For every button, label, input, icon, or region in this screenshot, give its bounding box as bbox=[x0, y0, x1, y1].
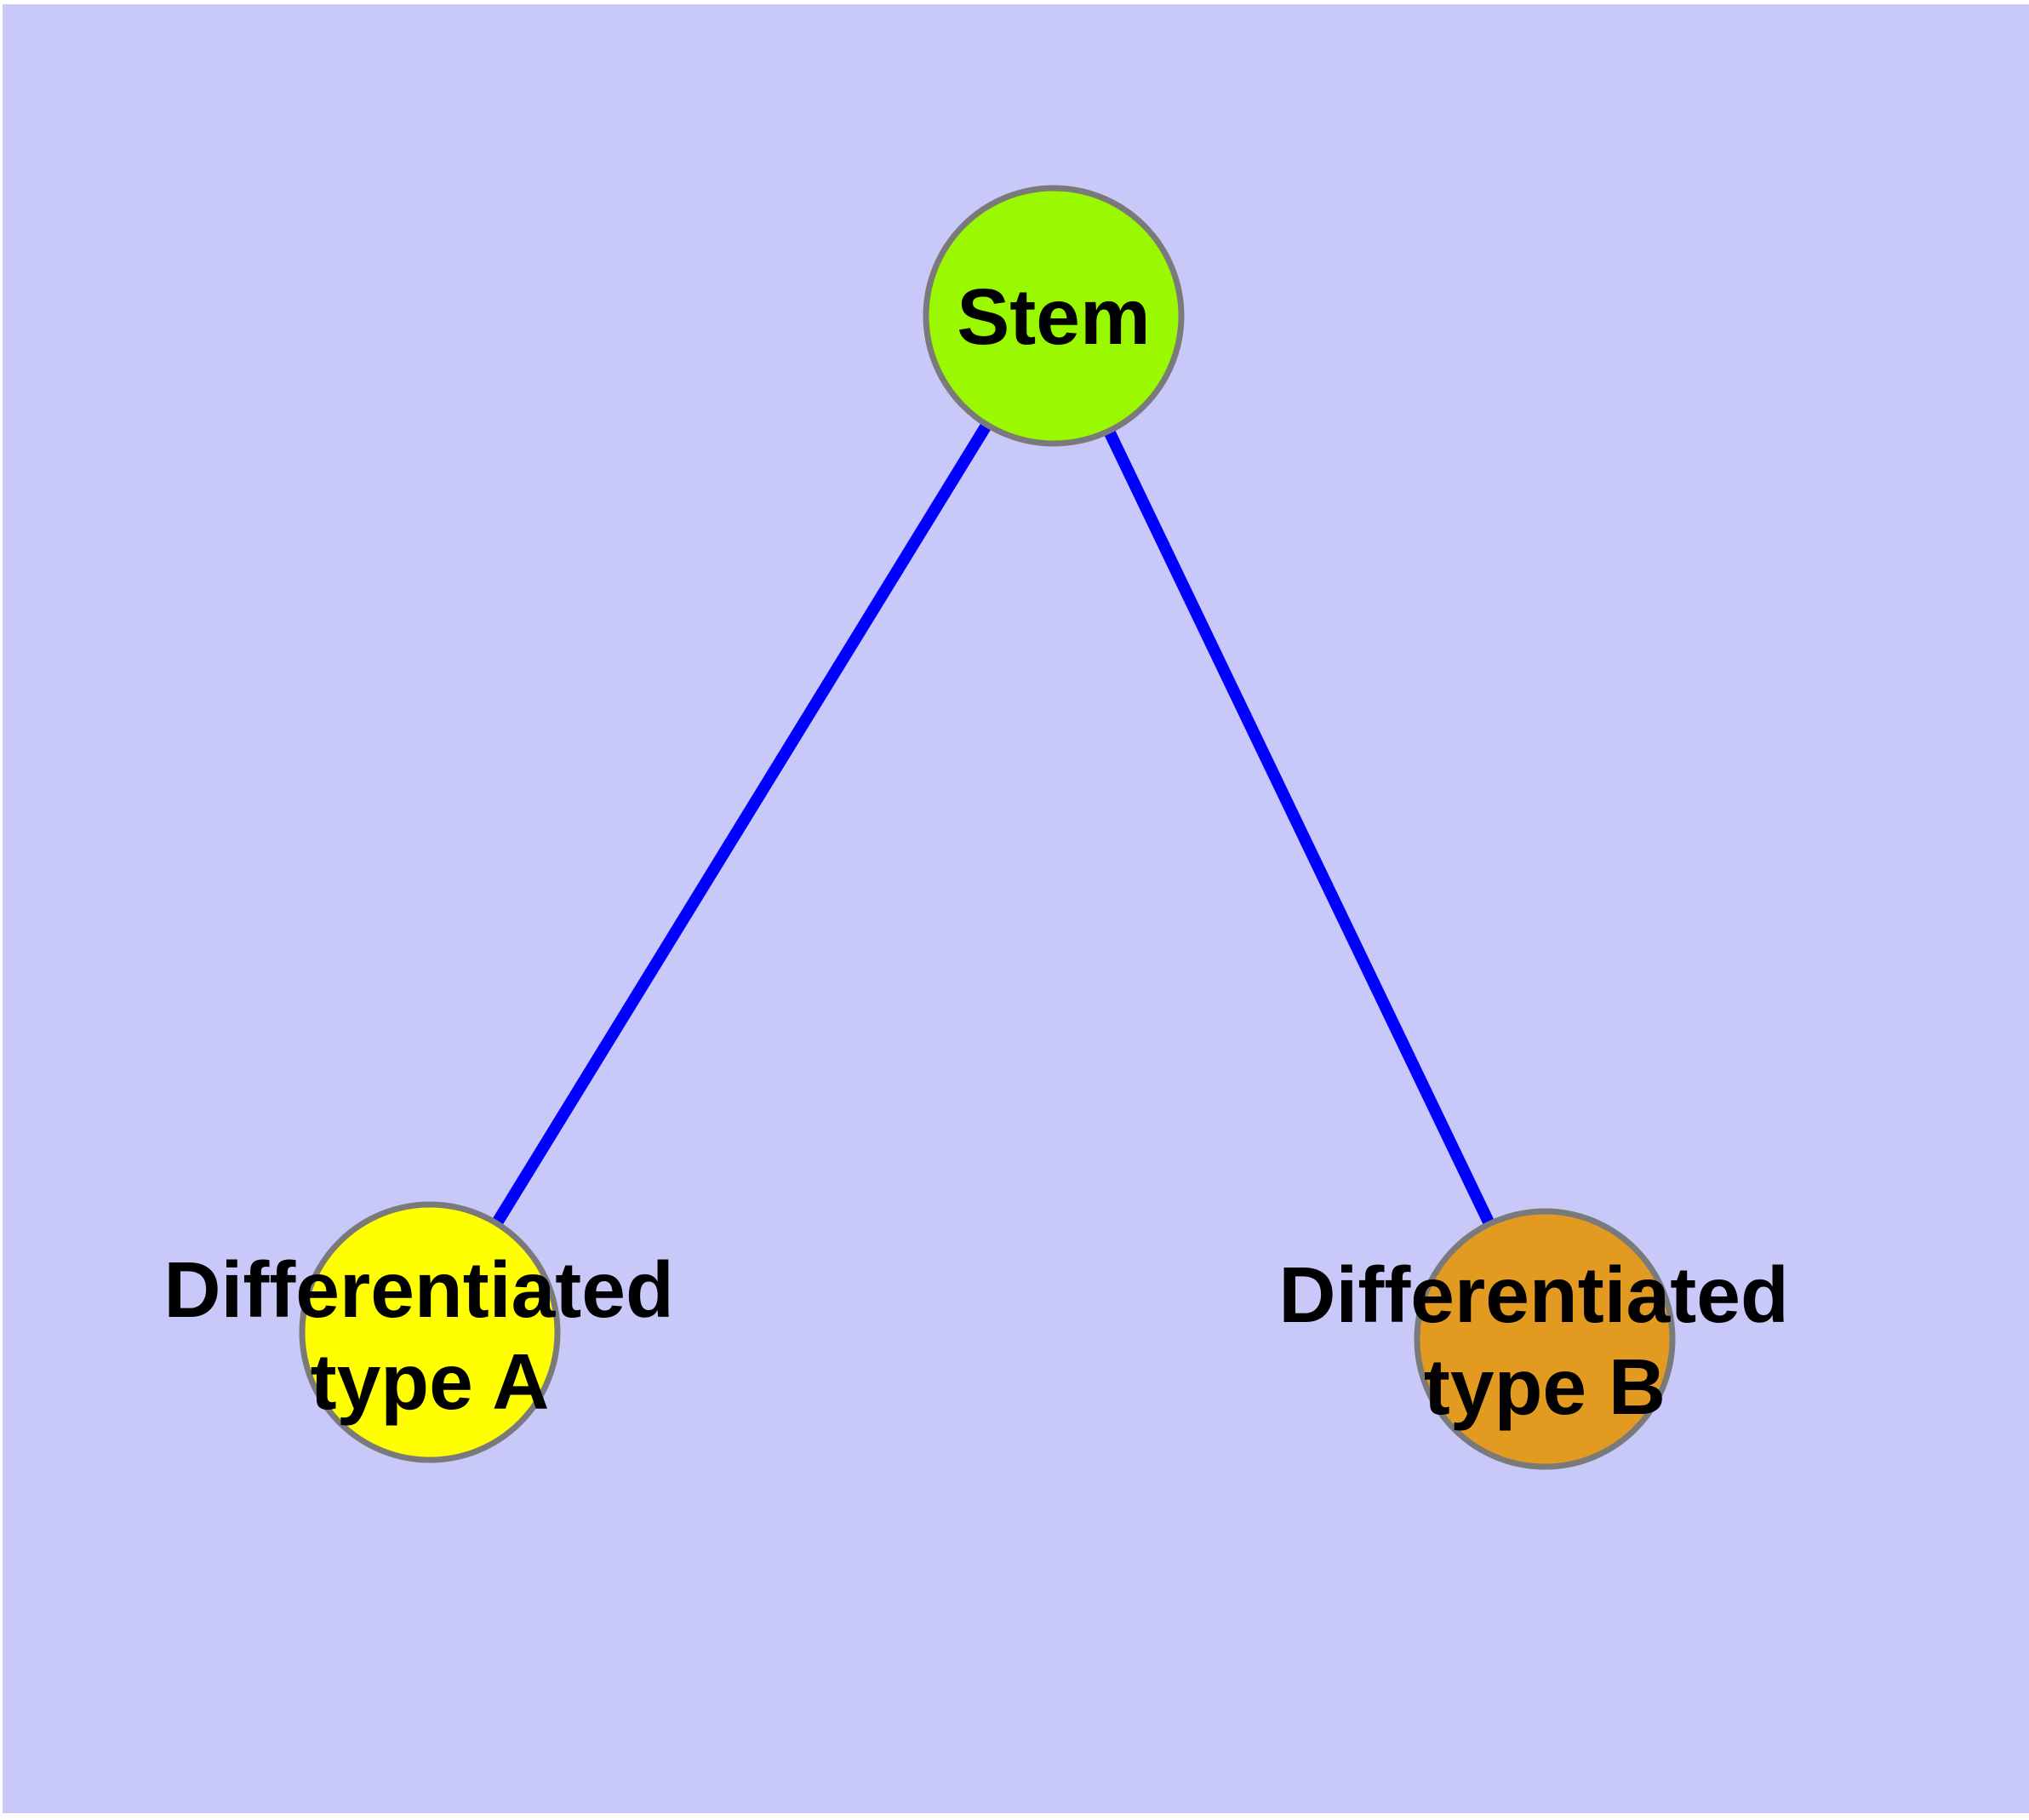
edge-stem-to-type-b bbox=[1048, 312, 1551, 1342]
node-differentiated-type-b-label-line2: type B bbox=[1424, 1342, 1666, 1431]
node-stem-circle bbox=[923, 185, 1185, 447]
node-differentiated-type-b-label: Differentiated type B bbox=[1278, 1251, 1810, 1431]
node-differentiated-type-a-label: Differentiated type A bbox=[163, 1245, 695, 1426]
node-differentiated-type-b-label-line1: Differentiated bbox=[1278, 1251, 1788, 1339]
node-differentiated-type-a-label-line2: type A bbox=[311, 1337, 550, 1426]
node-differentiated-type-a-label-line1: Differentiated bbox=[163, 1245, 673, 1334]
node-differentiated-type-b-circle bbox=[1414, 1208, 1676, 1470]
node-differentiated-type-a-circle bbox=[299, 1201, 561, 1463]
node-stem-label: Stem bbox=[957, 272, 1150, 361]
edge-stem-to-type-a bbox=[425, 312, 1059, 1336]
